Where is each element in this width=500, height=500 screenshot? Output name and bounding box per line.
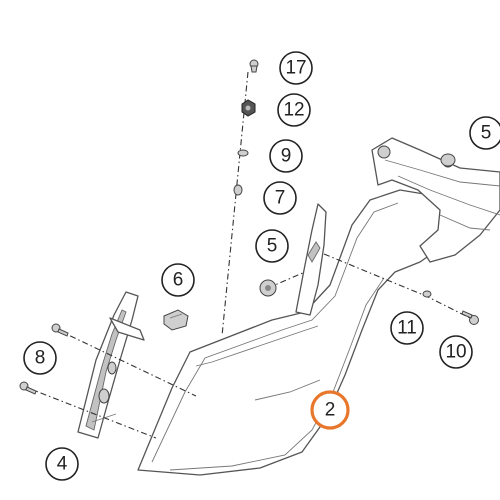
side-panel-part	[137, 189, 453, 476]
screw-17	[249, 59, 259, 73]
callout-12: 12	[277, 93, 311, 127]
svg-text:2: 2	[325, 400, 336, 421]
svg-text:7: 7	[275, 188, 286, 209]
svg-text:4: 4	[57, 454, 68, 475]
svg-text:11: 11	[397, 318, 417, 339]
svg-text:9: 9	[281, 146, 292, 167]
screws-8	[19, 323, 69, 395]
fin-part	[295, 203, 327, 316]
clip-6	[163, 309, 189, 331]
screw-10	[461, 310, 479, 325]
callout-6: 6	[161, 263, 195, 297]
spacer-7	[233, 184, 243, 196]
svg-text:17: 17	[285, 58, 306, 79]
washer-11	[422, 290, 432, 298]
svg-text:5: 5	[481, 123, 492, 144]
callout-11: 11	[390, 311, 424, 345]
svg-text:12: 12	[283, 100, 304, 121]
nut-12	[241, 99, 256, 117]
upper-frame-part	[371, 137, 500, 263]
callout-9: 9	[269, 139, 303, 173]
callout-7: 7	[263, 181, 297, 215]
callout-10: 10	[439, 335, 473, 369]
callout-8: 8	[23, 341, 57, 375]
washer-9	[237, 149, 249, 157]
callout-17: 17	[279, 51, 313, 85]
callout-2-highlighted: 2	[310, 390, 350, 430]
svg-text:6: 6	[173, 270, 184, 291]
callout-5-upper-right: 5	[469, 116, 500, 150]
grommet-5-left	[259, 279, 277, 297]
callout-5-lower: 5	[255, 229, 289, 263]
bracket-part	[77, 291, 145, 439]
svg-text:5: 5	[267, 236, 278, 257]
svg-text:8: 8	[35, 348, 46, 369]
svg-text:10: 10	[445, 342, 466, 363]
grommet-5-right	[440, 153, 456, 167]
callout-4: 4	[45, 447, 79, 481]
